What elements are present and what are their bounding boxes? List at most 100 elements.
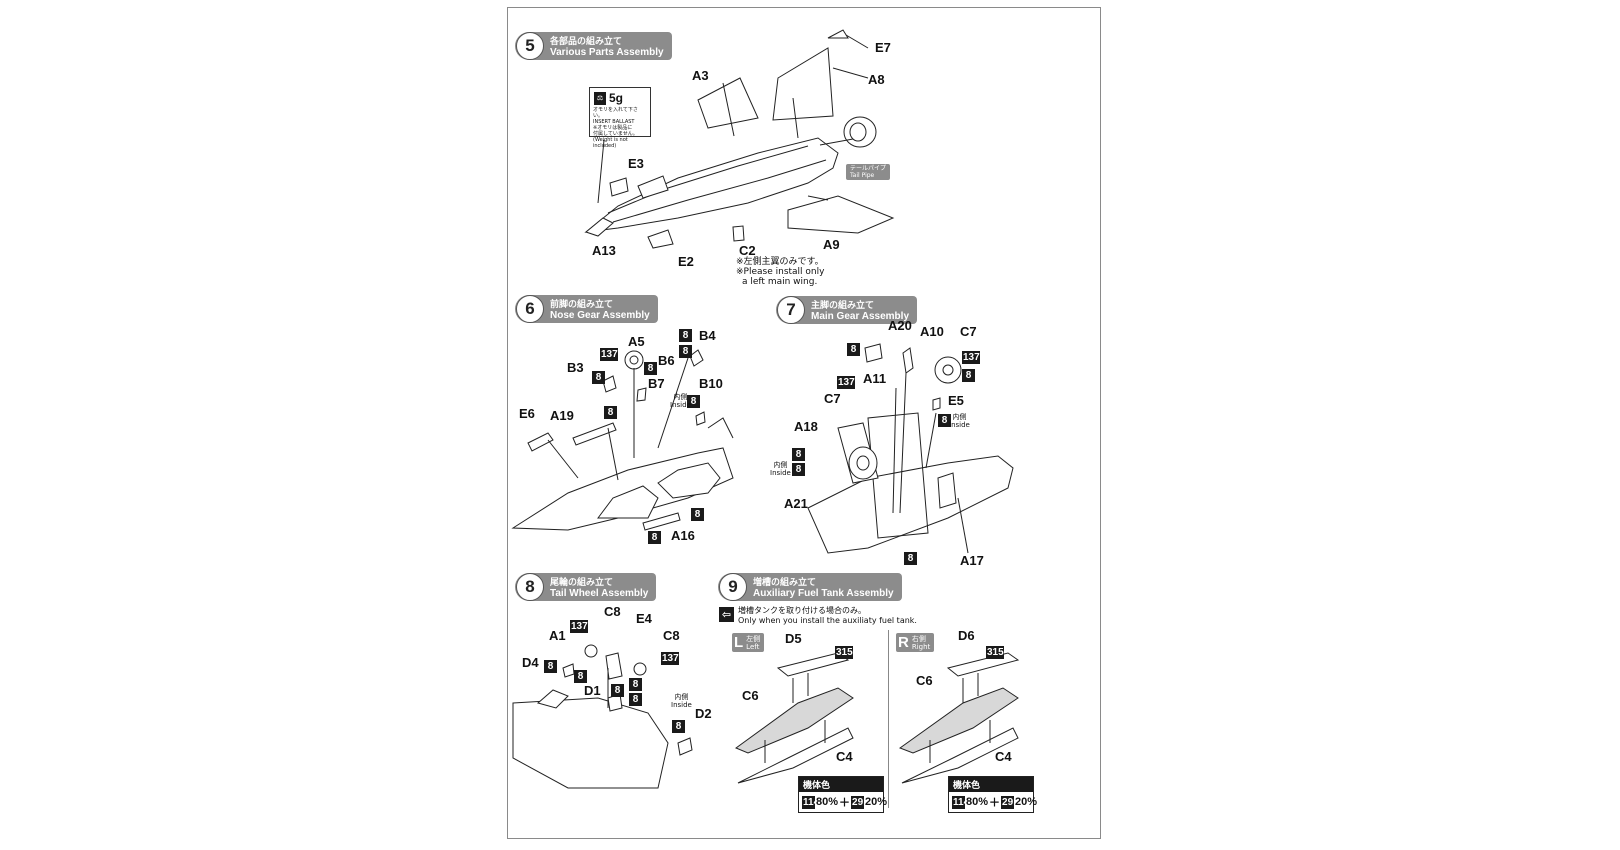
step8-tail-drawing: [512, 644, 693, 789]
code-137: 137: [837, 376, 855, 389]
plus-sign: ＋: [989, 797, 1001, 809]
code-315: 315: [986, 646, 1004, 659]
step-number: 5: [516, 32, 544, 60]
side-jp: 右側: [911, 634, 926, 643]
side-en: Right: [911, 642, 931, 651]
ballast-note4-en: (Weight is not included): [593, 137, 628, 149]
color-pct-b: 20%: [1015, 796, 1038, 808]
inside-jp: 内側: [773, 461, 788, 469]
side-en: Left: [746, 642, 760, 651]
code-8: 8: [679, 345, 692, 358]
side-letter: R: [898, 634, 909, 651]
code-8: 8: [648, 531, 661, 544]
part-A17: A17: [960, 553, 984, 568]
step-title-en: Auxiliary Fuel Tank Assembly: [753, 588, 894, 599]
part-A13: A13: [592, 243, 616, 258]
inside-en: Inside: [671, 701, 692, 709]
code-8: 8: [574, 670, 587, 683]
part-A9: A9: [823, 237, 840, 252]
part-C6: C6: [742, 688, 759, 703]
step-title-en: Nose Gear Assembly: [550, 310, 650, 321]
inside-en: Inside: [670, 401, 691, 409]
color-code-a: 114: [952, 795, 970, 809]
code-315: 315: [835, 646, 853, 659]
step-title-en: Tail Wheel Assembly: [550, 588, 649, 599]
step5-aircraft-drawing: [584, 29, 895, 249]
code-8: 8: [679, 329, 692, 342]
part-A10: A10: [920, 324, 944, 339]
fuel-note-en: Only when you install the auxiliaty fuel…: [738, 616, 917, 625]
plus-sign: ＋: [839, 797, 851, 809]
part-E5: E5: [948, 393, 964, 408]
step-title-jp: 尾輪の組み立て: [550, 578, 614, 588]
code-8: 8: [962, 369, 975, 382]
lr-divider: [888, 630, 889, 808]
part-A5: A5: [628, 334, 645, 349]
part-C4: C4: [836, 749, 853, 764]
part-E6: E6: [519, 406, 535, 421]
c2-note-jp: ※左側主翼のみです。: [736, 257, 824, 267]
part-A20: A20: [888, 318, 912, 333]
code-8: 8: [847, 343, 860, 356]
color-head: 機体色: [799, 777, 883, 792]
step6-nose-drawing: [511, 349, 734, 531]
code-137: 137: [600, 348, 618, 361]
step-title-en: Main Gear Assembly: [811, 311, 910, 322]
step-title-jp: 増槽の組み立て: [753, 578, 817, 588]
inside-jp: 内側: [952, 413, 967, 421]
part-A8: A8: [868, 72, 885, 87]
color-head: 機体色: [949, 777, 1033, 792]
instruction-drawings: [511, 29, 1020, 789]
c2-note: ※左側主翼のみです。 ※Please install only a left m…: [736, 257, 824, 287]
side-letter: L: [734, 634, 744, 651]
step-number: 6: [516, 295, 544, 323]
part-C7: C7: [824, 391, 841, 406]
part-A16: A16: [671, 528, 695, 543]
code-8: 8: [611, 684, 624, 697]
code-8: 8: [792, 448, 805, 461]
install-arrow-icon: ⇦: [719, 607, 734, 622]
tail-pipe-tag: テールパイプ Tail Pipe: [846, 164, 891, 180]
part-E2: E2: [678, 254, 694, 269]
part-A19: A19: [550, 408, 574, 423]
code-8: 8: [629, 678, 642, 691]
step-title-en: Various Parts Assembly: [550, 47, 664, 58]
part-A21: A21: [784, 496, 808, 511]
ballast-note-en: INSERT BALLAST: [593, 119, 635, 125]
code-8: 8: [792, 463, 805, 476]
code-137: 137: [962, 351, 980, 364]
code-8: 8: [687, 395, 700, 408]
step7-main-drawing: [807, 343, 1014, 554]
part-B4: B4: [699, 328, 716, 343]
part-B3: B3: [567, 360, 584, 375]
part-D2: D2: [695, 706, 712, 721]
c2-note-en1: ※Please install only: [736, 267, 825, 277]
part-C8: C8: [604, 604, 621, 619]
tail-pipe-jp: テールパイプ: [850, 165, 887, 172]
code-8: 8: [604, 406, 617, 419]
inside-jp: 内側: [674, 693, 689, 701]
left-color-box: 機体色 114 80% ＋ 29 20%: [798, 776, 887, 813]
part-A1: A1: [549, 628, 566, 643]
step-number: 9: [719, 573, 747, 601]
ballast-note2-jp: ※オモリは製品に: [593, 125, 633, 131]
part-D5: D5: [785, 631, 802, 646]
part-B10: B10: [699, 376, 723, 391]
part-B7: B7: [648, 376, 665, 391]
inside-en: Inside: [770, 469, 791, 477]
step-number: 7: [777, 296, 805, 324]
color-pct-a: 80%: [966, 796, 989, 808]
part-C2: C2: [739, 243, 756, 258]
part-D1: D1: [584, 683, 601, 698]
part-E4: E4: [636, 611, 652, 626]
code-8: 8: [938, 414, 951, 427]
code-8: 8: [672, 720, 685, 733]
